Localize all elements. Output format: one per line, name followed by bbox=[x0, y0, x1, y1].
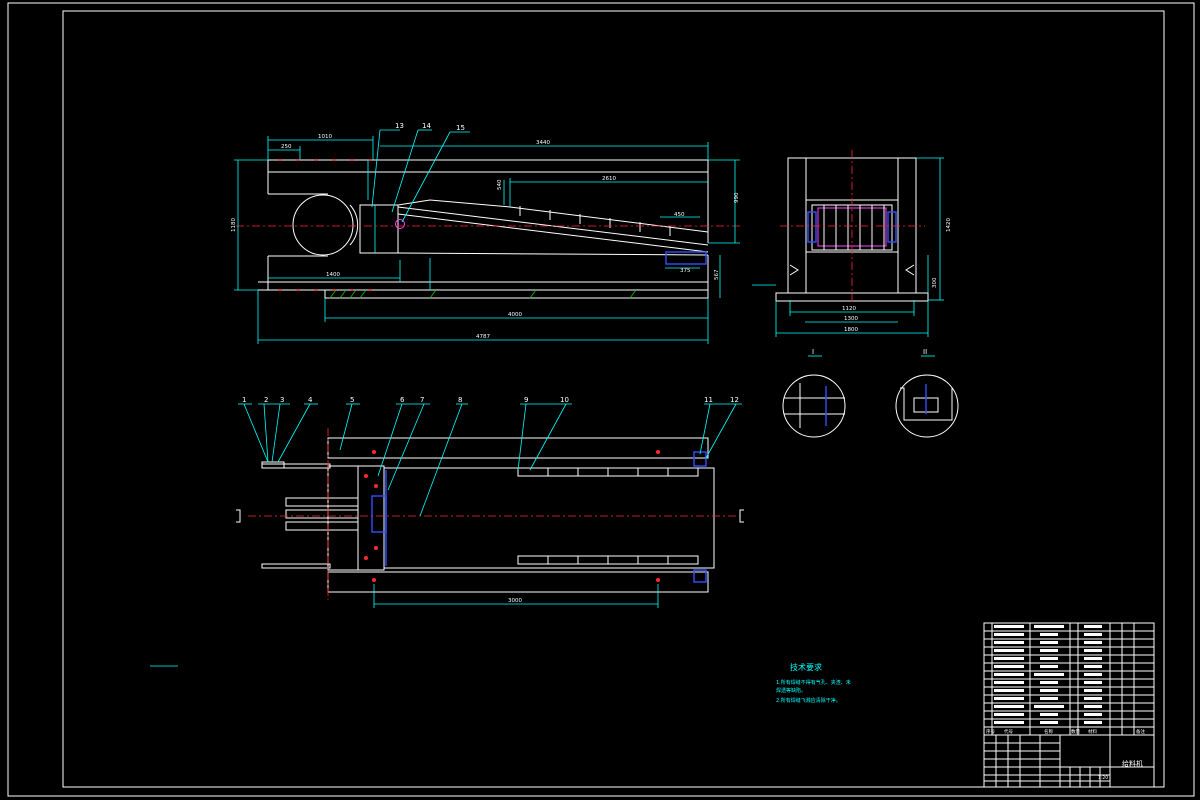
svg-text:备注: 备注 bbox=[1136, 728, 1145, 735]
dim-1400: 1400 bbox=[326, 272, 340, 278]
plan-callouts: 1 2 3 4 5 6 7 8 9 10 11 12 bbox=[242, 396, 739, 404]
dim-1800: 1800 bbox=[844, 327, 858, 333]
side-left-post bbox=[787, 157, 807, 294]
dim-3440: 3440 bbox=[536, 140, 550, 146]
tech-req-line-3: 2.所有焊缝飞溅应清除干净。 bbox=[776, 697, 841, 704]
svg-text:名称: 名称 bbox=[1044, 728, 1053, 735]
callout-12: 12 bbox=[730, 396, 739, 404]
drawing-name: 给料机 bbox=[1122, 759, 1143, 768]
dim-1300: 1300 bbox=[844, 316, 858, 322]
front-callouts: 13 14 15 bbox=[395, 122, 465, 132]
title-block: 序号 代号 名称 数量 材料 备注 1:20 给料机 bbox=[983, 622, 1155, 788]
dim-375: 375 bbox=[680, 268, 691, 274]
bom-header: 序号 代号 名称 数量 材料 备注 bbox=[986, 728, 1145, 735]
bolt-holes bbox=[278, 158, 372, 292]
callout-14: 14 bbox=[422, 122, 431, 130]
dim-1420: 1420 bbox=[946, 218, 952, 232]
plan-view: 3000 1 2 3 4 5 6 7 8 bbox=[236, 396, 744, 608]
front-view: 1010 250 3440 2610 450 990 1180 1400 400… bbox=[231, 122, 740, 344]
svg-text:材料: 材料 bbox=[1088, 728, 1097, 735]
svg-text:序号: 序号 bbox=[986, 728, 995, 735]
dim-990: 990 bbox=[734, 192, 740, 203]
callout-3: 3 bbox=[280, 396, 284, 404]
tech-req-title: 技术要求 bbox=[790, 662, 822, 672]
detail-mark-ii: II bbox=[923, 348, 927, 356]
dim-4000: 4000 bbox=[508, 312, 522, 318]
callout-4: 4 bbox=[308, 396, 313, 404]
detail-ii: II bbox=[895, 348, 959, 438]
inner-frame bbox=[62, 10, 1165, 788]
svg-text:代号: 代号 bbox=[1004, 728, 1013, 735]
tech-req-line-1: 1.所有焊缝不得有气孔、夹渣、未 bbox=[776, 679, 851, 686]
tech-req-line-2: 焊透等缺陷。 bbox=[776, 687, 806, 694]
plan-bottom-rail bbox=[327, 571, 709, 593]
technical-requirements: 技术要求 1.所有焊缝不得有气孔、夹渣、未 焊透等缺陷。 2.所有焊缝飞溅应清除… bbox=[776, 662, 851, 704]
dim-300: 300 bbox=[932, 277, 938, 288]
dim-2610: 2610 bbox=[602, 176, 616, 182]
callout-9: 9 bbox=[524, 396, 528, 404]
dim-567: 567 bbox=[714, 269, 720, 280]
callout-6: 6 bbox=[400, 396, 405, 404]
dim-4787: 4787 bbox=[476, 334, 490, 340]
callout-15: 15 bbox=[456, 124, 465, 132]
base-plate bbox=[324, 289, 709, 299]
drum-pulley bbox=[292, 194, 354, 256]
dim-450: 450 bbox=[674, 212, 685, 218]
svg-text:数量: 数量 bbox=[1071, 728, 1080, 735]
outer-frame bbox=[7, 2, 1195, 797]
callout-8: 8 bbox=[458, 396, 462, 404]
side-right-post bbox=[897, 157, 917, 294]
callout-10: 10 bbox=[560, 396, 569, 404]
dim-3000: 3000 bbox=[508, 598, 522, 604]
dim-250: 250 bbox=[281, 144, 292, 150]
callout-1: 1 bbox=[242, 396, 246, 404]
detail-mark-i: I bbox=[812, 348, 814, 356]
plan-trough bbox=[383, 467, 715, 569]
detail-i: I bbox=[782, 348, 846, 438]
callout-2: 2 bbox=[264, 396, 268, 404]
dim-1120: 1120 bbox=[842, 306, 856, 312]
callout-7: 7 bbox=[420, 396, 424, 404]
callout-13: 13 bbox=[395, 122, 404, 130]
scale-value: 1:20 bbox=[1098, 775, 1108, 781]
callout-5: 5 bbox=[350, 396, 354, 404]
front-dimension-labels: 1010 250 3440 2610 450 990 1180 1400 400… bbox=[231, 134, 740, 340]
chute-housing bbox=[359, 204, 399, 254]
dim-1180: 1180 bbox=[231, 218, 237, 232]
dim-540: 540 bbox=[497, 179, 503, 190]
callout-11: 11 bbox=[704, 396, 713, 404]
dim-1010: 1010 bbox=[318, 134, 332, 140]
roller bbox=[395, 219, 405, 229]
side-view: 1420 1120 1300 1800 300 bbox=[752, 150, 952, 337]
